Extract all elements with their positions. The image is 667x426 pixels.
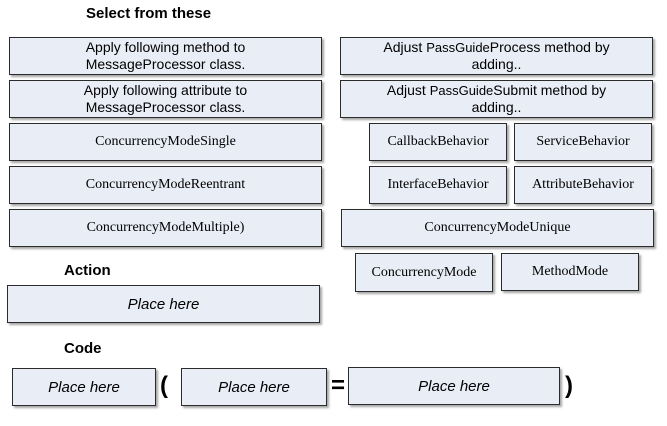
code-drop-target-3[interactable]: Place here [348, 367, 560, 405]
action-drop-target[interactable]: Place here [7, 285, 320, 323]
option-concurrency-unique[interactable]: ConcurrencyModeUnique [341, 209, 654, 247]
option-adjust-submit-line1: Adjust PassGuideSubmit method by [387, 82, 606, 99]
option-apply-method-line2: MessageProcessor class. [85, 56, 246, 72]
option-adjust-process-line1: Adjust PassGuideProcess method by [383, 39, 609, 56]
option-apply-attribute-line1: Apply following attribute to [83, 82, 248, 98]
code-drop-target-1[interactable]: Place here [12, 368, 156, 406]
adjust-submit-name: PassGuide [429, 83, 494, 98]
option-apply-attribute-line2: MessageProcessor class. [85, 99, 246, 115]
code-heading: Code [64, 340, 102, 357]
option-service-behavior[interactable]: ServiceBehavior [514, 123, 652, 161]
option-concurrency-multiple[interactable]: ConcurrencyModeMultiple) [9, 209, 322, 247]
adjust-submit-suffix: Submit method by [493, 82, 607, 98]
adjust-process-prefix: Adjust [383, 39, 427, 55]
option-concurrency-single[interactable]: ConcurrencyModeSingle [9, 123, 322, 161]
option-apply-method-line1: Apply following method to [85, 39, 246, 55]
adjust-process-name: PassGuide [426, 40, 490, 55]
adjust-submit-prefix: Adjust [386, 82, 430, 98]
option-apply-attribute[interactable]: Apply following attribute to MessageProc… [9, 80, 322, 118]
option-adjust-process-line2: adding.. [471, 56, 522, 72]
close-paren: ) [565, 372, 573, 399]
option-attribute-behavior[interactable]: AttributeBehavior [514, 166, 652, 204]
action-heading: Action [64, 262, 111, 279]
equals-sign: = [331, 372, 346, 399]
option-apply-method[interactable]: Apply following method to MessageProcess… [9, 37, 322, 75]
option-method-mode[interactable]: MethodMode [501, 253, 639, 291]
option-concurrency-reentrant[interactable]: ConcurrencyModeReentrant [9, 166, 322, 204]
open-paren: ( [160, 372, 168, 399]
option-adjust-submit[interactable]: Adjust PassGuideSubmit method by adding.… [340, 80, 653, 118]
adjust-process-suffix: Process method by [489, 39, 610, 55]
option-adjust-process[interactable]: Adjust PassGuideProcess method by adding… [340, 37, 653, 75]
option-interface-behavior[interactable]: InterfaceBehavior [369, 166, 507, 204]
option-concurrency-mode[interactable]: ConcurrencyMode [355, 253, 493, 292]
option-callback-behavior[interactable]: CallbackBehavior [369, 123, 507, 161]
option-adjust-submit-line2: adding.. [471, 99, 522, 115]
select-heading: Select from these [86, 5, 212, 22]
code-drop-target-2[interactable]: Place here [181, 368, 327, 406]
